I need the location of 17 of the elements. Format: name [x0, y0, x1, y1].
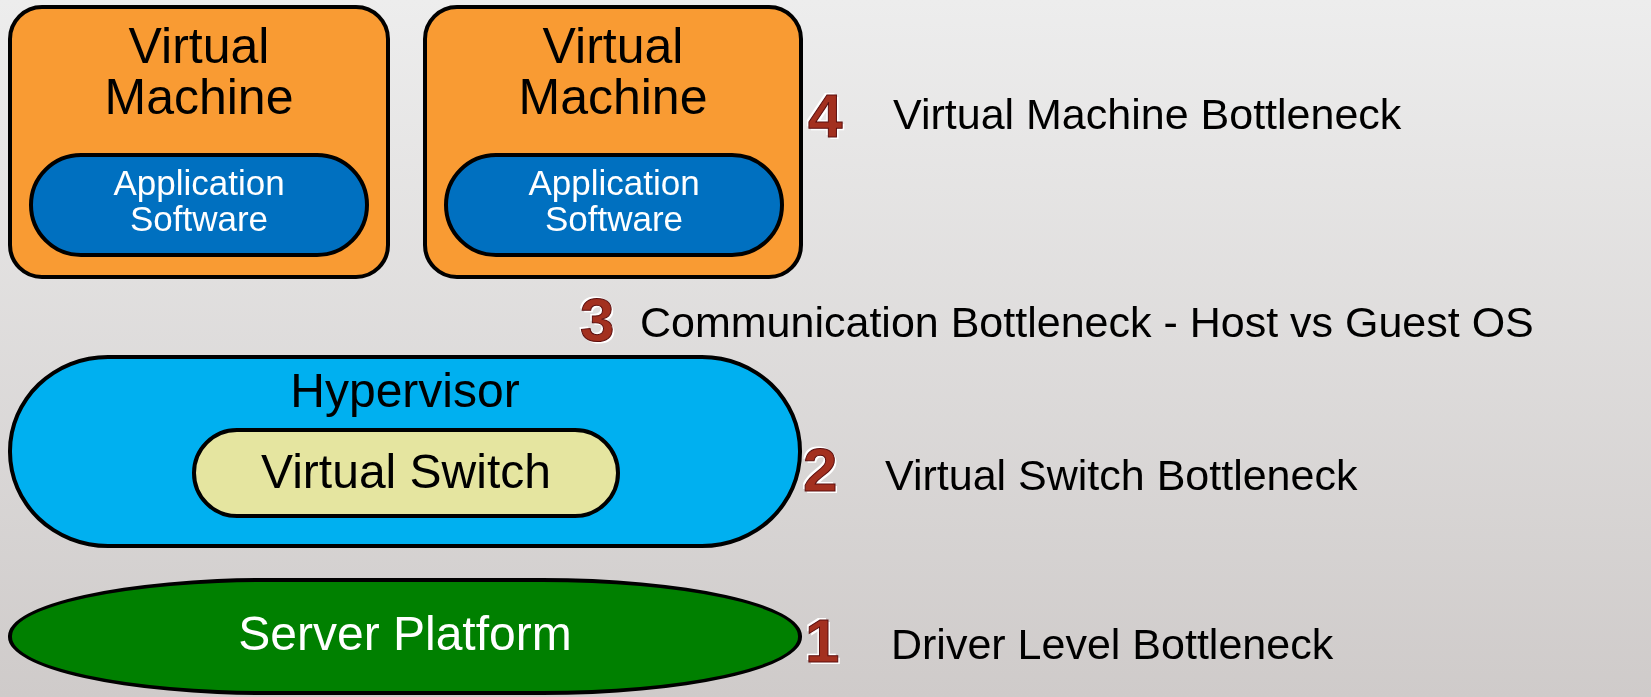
node-label: Application Software	[112, 165, 286, 237]
note: Virtual Switch Bottleneck	[885, 451, 1358, 500]
callout-number: 3	[580, 284, 615, 355]
callout-number: 1	[805, 605, 840, 676]
note: Driver Level Bottleneck	[891, 620, 1334, 669]
callout-number: 4	[808, 80, 843, 151]
callout-number: 2	[803, 434, 838, 505]
note: Communication Bottleneck - Host vs Guest OS	[640, 298, 1534, 347]
node-label: Virtual Machine	[517, 21, 709, 123]
node-label: Virtual Machine	[103, 21, 295, 123]
virtual-machine-box	[423, 5, 803, 279]
note: Virtual Machine Bottleneck	[893, 90, 1402, 139]
node-label: Virtual Switch	[260, 448, 552, 497]
node-label: Application Software	[527, 165, 701, 237]
virtual-machine-box	[8, 5, 390, 279]
node-label: Server Platform	[237, 610, 573, 659]
node-label: Hypervisor	[289, 367, 521, 416]
